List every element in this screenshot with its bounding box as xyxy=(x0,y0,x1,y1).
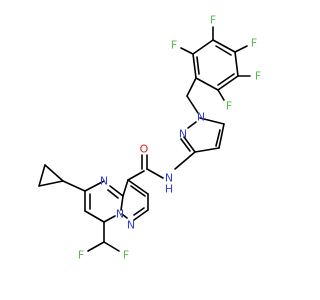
nitrogen-label: N xyxy=(100,175,108,188)
molecule-structure: F F F F F N N O N H N N N F F xyxy=(38,14,261,262)
nitrogen-label: N xyxy=(165,172,173,185)
benzyl-bond xyxy=(186,77,197,97)
aryl-fluorine-bonds xyxy=(180,26,251,101)
fluorine-label: F xyxy=(123,249,129,262)
hydrogen-label: H xyxy=(165,183,173,196)
ch2-to-n-bond xyxy=(186,95,199,114)
fluorine-label: F xyxy=(78,249,84,262)
pentafluorophenyl-ring xyxy=(192,39,239,91)
fluorine-label: F xyxy=(251,37,257,50)
amide-to-core-bond xyxy=(127,170,145,181)
fluorine-label: F xyxy=(210,14,216,27)
pyrazolopyrimidine-core xyxy=(84,179,149,223)
nitrogen-label: N xyxy=(197,111,205,124)
fluorine-label: F xyxy=(171,39,177,52)
nitrogen-label: N xyxy=(127,219,135,232)
oxygen-label: O xyxy=(140,143,149,156)
cyclopropyl-group xyxy=(38,164,86,192)
pyrazole-to-nh-bond xyxy=(174,151,196,170)
nitrogen-label: N xyxy=(179,128,187,141)
fluorine-label: F xyxy=(255,70,261,83)
nitrogen-label: N xyxy=(116,208,124,221)
amide-cn-bond xyxy=(146,168,164,179)
difluoromethyl-group xyxy=(87,221,120,252)
fluorine-label: F xyxy=(226,100,232,113)
pyrazole-ring xyxy=(180,117,225,153)
